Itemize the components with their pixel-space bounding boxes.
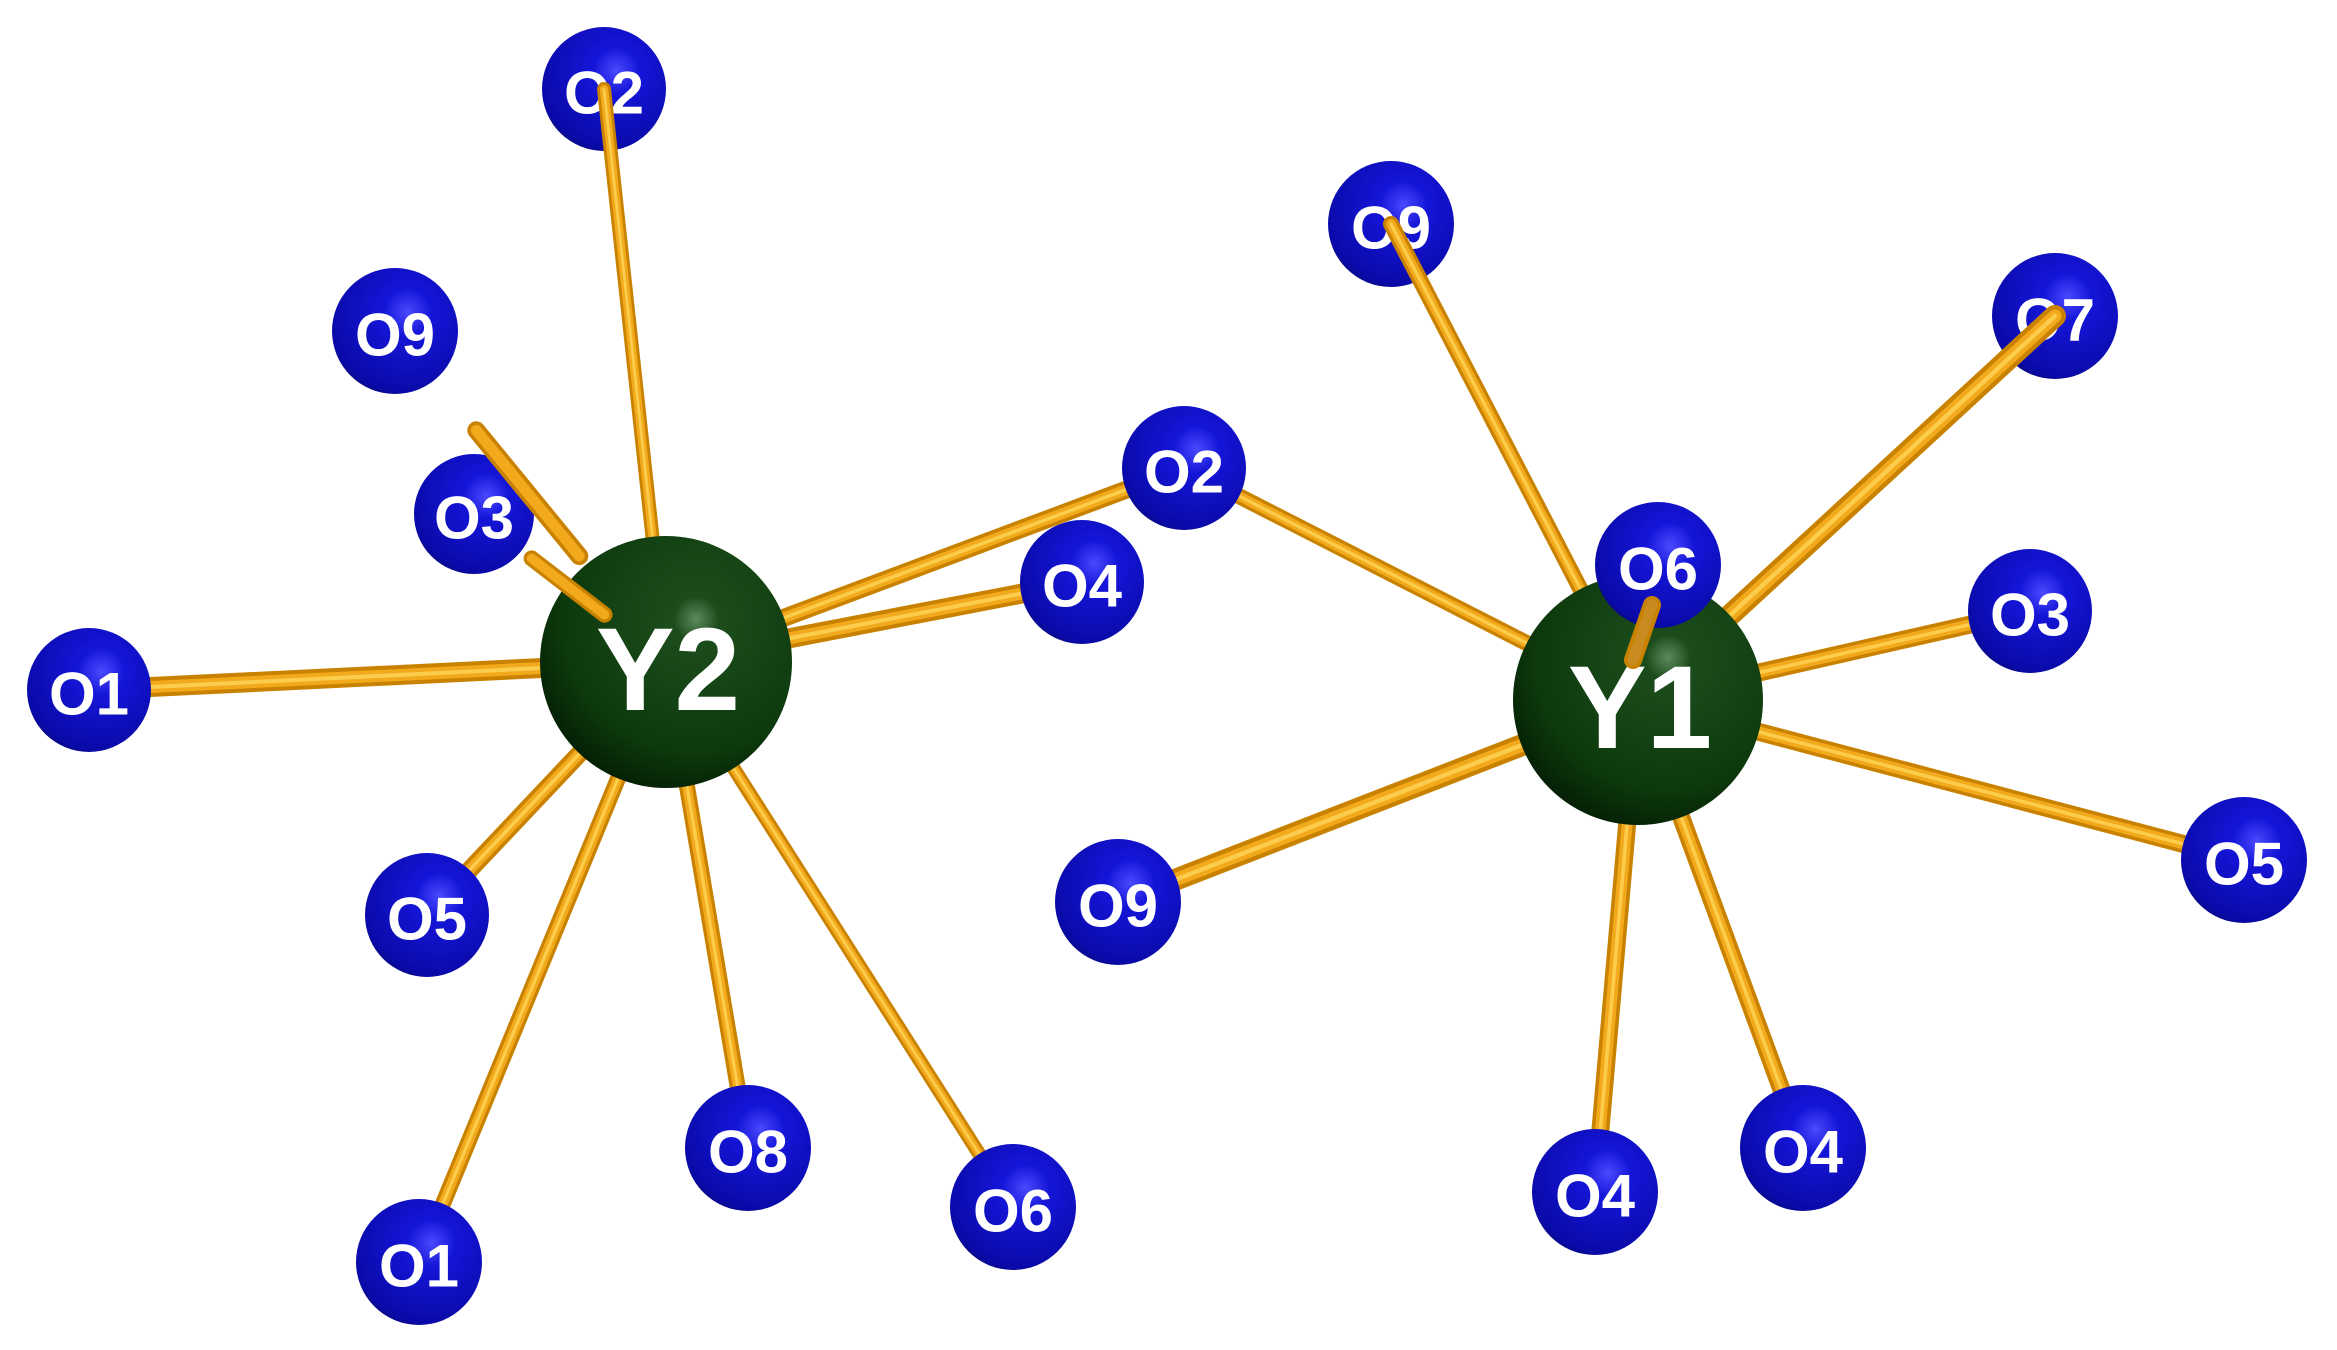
yttrium-atom-y1: Y1 [1513, 575, 1763, 825]
oxygen-atom-o4: O4 [1740, 1085, 1866, 1211]
oxygen-atom-o5: O5 [2181, 797, 2307, 923]
atom-label: O3 [434, 485, 514, 552]
overlay-bonds-layer [467, 421, 1661, 669]
atom-label: O5 [387, 886, 467, 953]
atom-label: O8 [708, 1119, 788, 1186]
atom-label: O9 [355, 302, 435, 369]
atom-label: O4 [1042, 553, 1123, 620]
oxygen-atom-o2: O2 [1122, 406, 1246, 530]
atom-label: O9 [1078, 873, 1158, 940]
oxygen-atom-o6: O6 [1595, 502, 1721, 628]
oxygen-atom-o9: O9 [332, 268, 458, 394]
atom-label: O1 [379, 1233, 459, 1300]
oxygen-atom-o4: O4 [1020, 520, 1144, 644]
oxygen-atom-o1: O1 [356, 1199, 482, 1325]
oxygen-atom-o1: O1 [27, 628, 151, 752]
oxygen-atom-o4: O4 [1532, 1129, 1658, 1255]
oxygen-atom-o6: O6 [950, 1144, 1076, 1270]
metal-atoms-layer: Y2 Y1 [540, 536, 1763, 825]
bond-Y2-Y2_O9-overlay [467, 421, 589, 566]
atom-label: O4 [1555, 1163, 1636, 1230]
bond-Y1-Y1_O6-overlay [1624, 596, 1661, 669]
atom-label: O2 [1144, 439, 1224, 506]
oxygen-atom-o5: O5 [365, 853, 489, 977]
atom-label: O3 [1990, 582, 2070, 649]
atom-label: O6 [1618, 536, 1698, 603]
atom-label: O4 [1763, 1119, 1844, 1186]
oxygen-atom-o8: O8 [685, 1085, 811, 1211]
oxygen-atom-o3: O3 [1968, 549, 2092, 673]
bond-Y2-Y2_O3-overlay [523, 550, 613, 623]
atom-label: O6 [973, 1178, 1053, 1245]
oxygen-atom-o9: O9 [1055, 839, 1181, 965]
atom-label: Y2 [596, 604, 740, 736]
oxygen-atom-o3: O3 [414, 454, 534, 574]
bonds-layer [79, 82, 2253, 1270]
atom-label: O1 [49, 661, 129, 728]
yttrium-atom-y2: Y2 [540, 536, 792, 788]
atom-label: O5 [2204, 831, 2284, 898]
